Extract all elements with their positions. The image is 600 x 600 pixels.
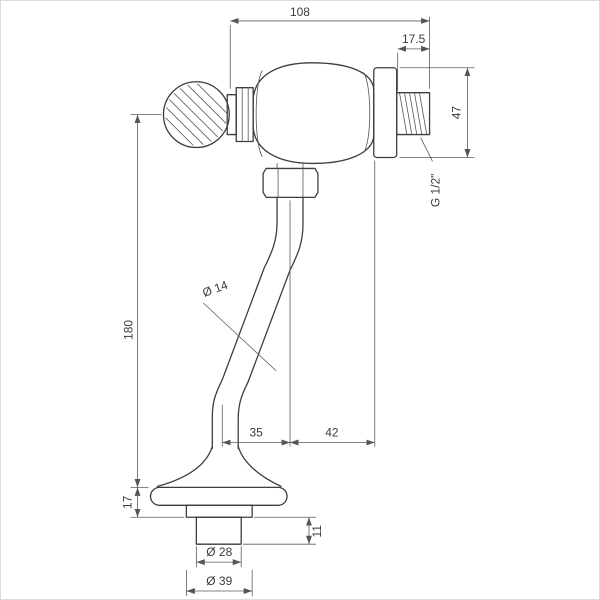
- base-ring: [185, 504, 253, 518]
- dimension-lines: [130, 16, 475, 597]
- label-total-width: 108: [290, 5, 310, 19]
- hex-nut: [262, 163, 319, 198]
- label-base-stem-height: 11: [310, 525, 324, 538]
- push-button: [162, 81, 230, 149]
- label-pipe-diameter: Ø 14: [201, 278, 230, 300]
- label-total-height: 180: [122, 320, 136, 340]
- threaded-nipple: [396, 92, 431, 136]
- label-base-outer-diameter: Ø 39: [206, 574, 232, 588]
- label-thread-length: 17.5: [402, 32, 426, 46]
- base-cylinder: [195, 516, 242, 545]
- dimension-base-stem-height: [243, 516, 316, 545]
- dimension-offsets: [221, 160, 376, 447]
- thread-spec-leader: [420, 137, 433, 162]
- label-base-flange-height: 17: [121, 495, 135, 509]
- label-offset-upper: 42: [325, 426, 339, 440]
- base-flange: [149, 486, 288, 506]
- valve-body: [252, 62, 375, 165]
- dimension-labels: 108 17.5 47 G 1/2" 180 Ø 14 35 42 17 11 …: [121, 5, 464, 588]
- dimension-thread-length: [397, 45, 430, 91]
- label-offset-lower: 35: [249, 426, 263, 440]
- dimension-base-outer-diameter: [185, 570, 253, 597]
- dimension-total-width: [229, 16, 430, 89]
- thread-hatching: [399, 93, 427, 134]
- flush-pipe: [211, 196, 304, 450]
- label-thread-spec: G 1/2": [429, 174, 443, 207]
- dimension-base-inner-diameter: [195, 546, 242, 568]
- valve-geometry: [149, 62, 431, 545]
- dimension-base-flange-height: [130, 487, 185, 518]
- label-base-inner-diameter: Ø 28: [206, 545, 232, 559]
- dimension-flange-diameter: [399, 67, 475, 158]
- wall-flange: [373, 67, 398, 159]
- button-collar: [226, 87, 254, 143]
- dimension-total-height: [130, 114, 162, 488]
- base-bell: [156, 445, 282, 488]
- dimension-pipe-diameter-leader: [203, 302, 277, 372]
- label-flange-diameter: 47: [449, 106, 463, 120]
